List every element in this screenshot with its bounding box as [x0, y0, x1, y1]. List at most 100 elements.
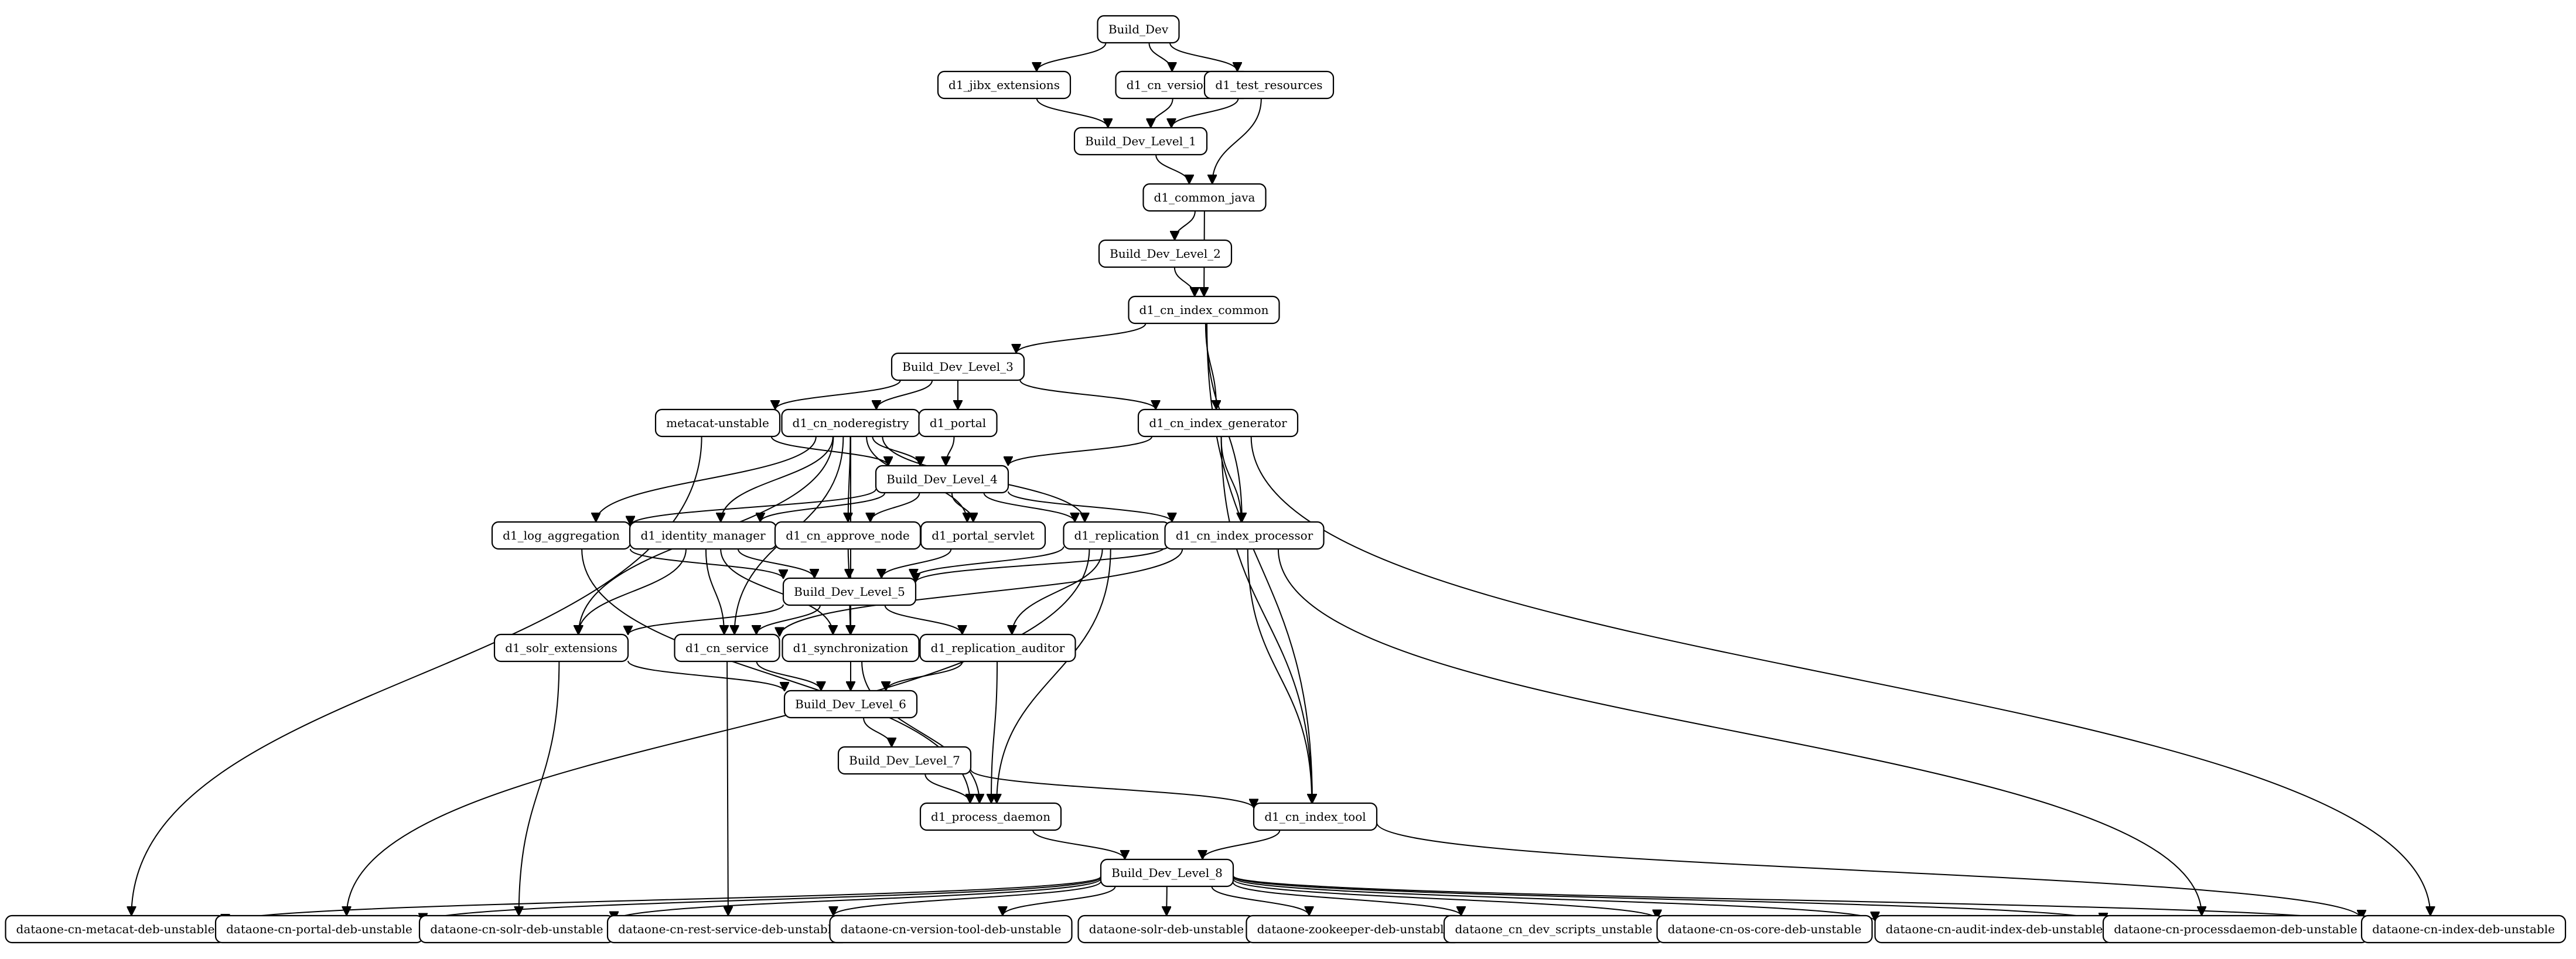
- edge-portal-to-level4: [946, 436, 955, 466]
- edge-index-common-to-level3: [1016, 323, 1147, 354]
- edge-replication-to-deb-portal: [347, 548, 1090, 916]
- graph-node-deb-solr2: dataone-solr-deb-unstable: [1077, 914, 1255, 944]
- edge-level8-to-deb-processdaemon: [1233, 876, 2103, 923]
- node-label: d1_synchronization: [793, 641, 909, 655]
- edge-replication-to-replication-auditor: [1012, 548, 1103, 634]
- edge-index-tool-to-deb-index: [1376, 823, 2362, 920]
- edge-jibx-to-level1: [1036, 98, 1108, 128]
- edge-level8-to-deb-rest: [833, 880, 1101, 916]
- node-label: dataone-cn-audit-index-deb-unstable: [1886, 922, 2103, 936]
- graph-node-metacat: metacat-unstable: [654, 408, 781, 438]
- edge-portal-servlet-to-level5: [882, 548, 952, 579]
- node-label: Build_Dev_Level_2: [1110, 247, 1221, 261]
- graph-node-cn-service: d1_cn_service: [674, 633, 780, 663]
- edge-level8-to-deb-solr2: [1166, 886, 1167, 916]
- node-box: [1164, 521, 1325, 550]
- node-box: [1142, 183, 1267, 212]
- edge-layer: [131, 42, 2430, 926]
- node-label: dataone_cn_dev_scripts_unstable: [1455, 922, 1652, 936]
- graph-node-level6: Build_Dev_Level_6: [783, 690, 918, 719]
- node-box: [829, 914, 1073, 944]
- node-label: dataone-cn-version-tool-deb-unstable: [841, 922, 1062, 936]
- edge-level8-to-deb-portal: [423, 876, 1101, 923]
- edge-index-tool-to-level8: [1203, 830, 1281, 860]
- edge-level4-to-approve-node: [871, 492, 920, 523]
- edge-level8-to-deb-zookeeper: [1211, 886, 1309, 916]
- graph-node-level4: Build_Dev_Level_4: [875, 465, 1009, 494]
- edge-test-resources-to-common-java: [1212, 98, 1262, 184]
- graph-node-index-processor: d1_cn_index_processor: [1164, 521, 1325, 550]
- graph-node-deb-rest: dataone-cn-rest-service-deb-unstable: [606, 914, 850, 944]
- node-label: Build_Dev_Level_8: [1111, 866, 1223, 880]
- edge-version-tool-to-level1: [1151, 98, 1173, 128]
- node-label: d1_jibx_extensions: [948, 78, 1060, 92]
- edge-process-daemon-to-level8: [1032, 830, 1125, 860]
- node-label: dataone-solr-deb-unstable: [1089, 922, 1244, 936]
- graph-node-process-daemon: d1_process_daemon: [919, 802, 1062, 831]
- edge-level5-to-synchronization: [849, 605, 850, 634]
- node-label: dataone-cn-index-deb-unstable: [2372, 922, 2555, 936]
- edge-level3-to-index-generator: [1019, 380, 1155, 410]
- edge-level3-to-noderegistry: [876, 380, 933, 410]
- node-label: d1_cn_approve_node: [786, 528, 909, 542]
- graph-node-log-aggregation: d1_log_aggregation: [491, 521, 632, 550]
- graph-node-deb-portal: dataone-cn-portal-deb-unstable: [214, 914, 424, 944]
- node-label: Build_Dev_Level_4: [886, 472, 998, 486]
- edge-level2-to-index-common: [1173, 267, 1195, 297]
- node-box: [837, 746, 972, 775]
- edge-level4-to-replication: [983, 492, 1074, 523]
- node-label: dataone-cn-os-core-deb-unstable: [1668, 922, 1862, 936]
- graph-node-level7: Build_Dev_Level_7: [837, 746, 972, 775]
- edge-replication-auditor-to-level6: [886, 661, 963, 691]
- node-box: [918, 408, 998, 438]
- graph-node-portal-servlet: d1_portal_servlet: [920, 521, 1046, 550]
- node-box: [674, 633, 780, 663]
- node-label: d1_solr_extensions: [505, 641, 617, 655]
- node-label: d1_log_aggregation: [503, 528, 620, 542]
- edge-level5-to-solr-extensions: [628, 604, 784, 636]
- edge-build-dev-to-test-resources: [1169, 42, 1237, 72]
- graph-node-replication: d1_replication: [1063, 521, 1171, 550]
- edge-level7-to-index-tool: [970, 769, 1254, 809]
- edge-level8-to-deb-version: [1002, 886, 1116, 916]
- graph-node-solr-extensions: d1_solr_extensions: [493, 633, 629, 663]
- edge-level8-to-deb-os-core: [1233, 879, 1657, 920]
- node-box: [937, 70, 1072, 100]
- node-label: d1_cn_index_common: [1139, 303, 1269, 317]
- node-label: Build_Dev_Level_3: [902, 360, 1014, 374]
- node-label: Build_Dev_Level_1: [1085, 134, 1196, 148]
- node-label: d1_cn_service: [685, 641, 769, 655]
- graph-node-deb-version: dataone-cn-version-tool-deb-unstable: [829, 914, 1073, 944]
- node-box: [1098, 239, 1233, 268]
- edge-replication-to-process-daemon: [997, 548, 1111, 803]
- edge-index-processor-to-cn-service: [780, 548, 1183, 637]
- node-label: Build_Dev_Level_6: [795, 697, 906, 711]
- node-label: dataone-cn-processdaemon-deb-unstable: [2114, 922, 2357, 936]
- edge-identity-manager-to-synchronization: [720, 548, 833, 634]
- edge-level8-to-deb-audit: [1233, 876, 1875, 922]
- graph-node-deb-zookeeper: dataone-zookeeper-deb-unstable: [1246, 914, 1462, 944]
- node-label: Build_Dev: [1108, 22, 1169, 36]
- node-label: d1_cn_index_tool: [1264, 810, 1366, 824]
- edge-level1-to-common-java: [1155, 154, 1189, 185]
- graph-node-index-tool: d1_cn_index_tool: [1253, 802, 1378, 831]
- node-label: d1_replication_auditor: [931, 641, 1065, 655]
- graph-node-approve-node: d1_cn_approve_node: [774, 521, 922, 550]
- node-box: [875, 465, 1009, 494]
- node-label: dataone-zookeeper-deb-unstable: [1257, 922, 1451, 936]
- edge-index-generator-to-level4: [1008, 436, 1153, 466]
- graph-node-identity-manager: d1_identity_manager: [629, 521, 777, 550]
- node-box: [890, 352, 1025, 381]
- node-label: d1_cn_index_processor: [1176, 528, 1313, 542]
- edge-noderegistry-to-log-aggregation: [596, 436, 817, 522]
- edge-cn-service-to-deb-rest: [727, 661, 728, 916]
- edge-index-processor-to-index-tool: [1247, 548, 1312, 803]
- node-label: d1_identity_manager: [640, 528, 766, 542]
- edge-common-java-to-level2: [1175, 210, 1196, 241]
- node-label: dataone-cn-rest-service-deb-unstable: [618, 922, 838, 936]
- graph-node-deb-metacat: dataone-cn-metacat-deb-unstable: [5, 914, 226, 944]
- edge-solr-extensions-to-level6: [627, 660, 784, 692]
- node-box: [1203, 70, 1335, 100]
- graph-node-index-common: d1_cn_index_common: [1128, 295, 1280, 325]
